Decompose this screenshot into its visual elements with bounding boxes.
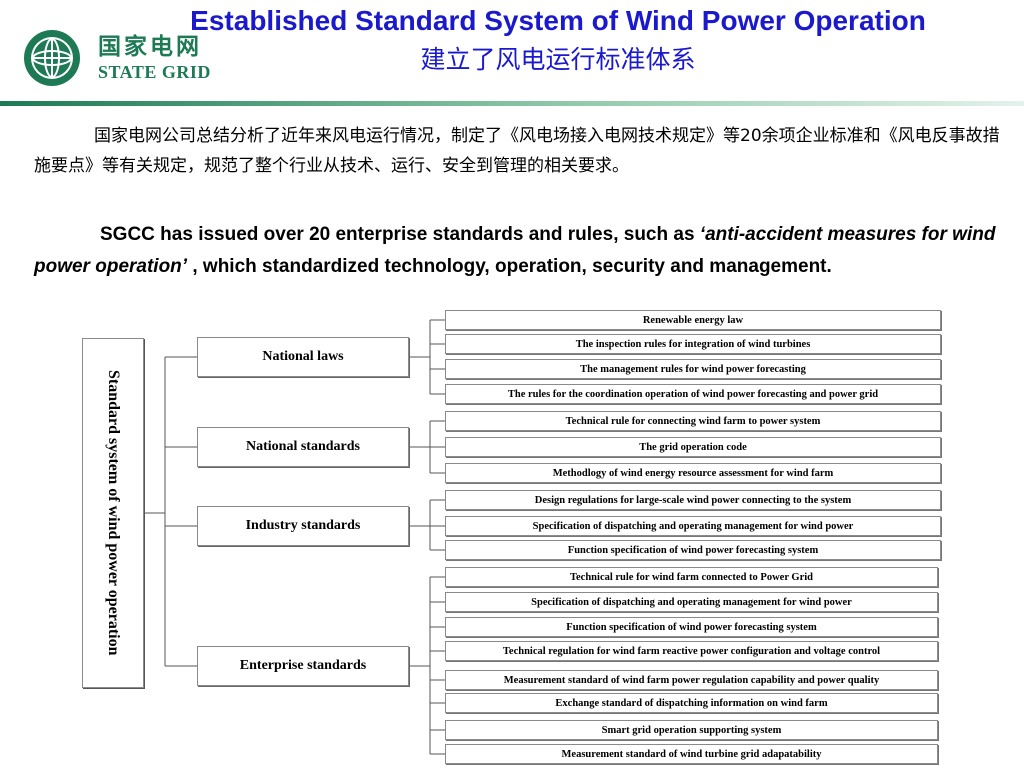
standard-item: Technical rule for wind farm connected t… (445, 567, 938, 587)
paragraph-en: SGCC has issued over 20 enterprise stand… (34, 219, 1002, 283)
category-national-laws: National laws (197, 337, 409, 377)
standard-item: Smart grid operation supporting system (445, 720, 938, 740)
standard-item: Design regulations for large-scale wind … (445, 490, 941, 510)
paragraph-en-italic: ‘anti-accident measures for wind power o… (34, 224, 996, 277)
paragraph-cn: 国家电网公司总结分析了近年来风电运行情况，制定了《风电场接入电网技术规定》等20… (34, 126, 1000, 176)
standard-item: Measurement standard of wind turbine gri… (445, 744, 938, 764)
standard-item: Methodlogy of wind energy resource asses… (445, 463, 941, 483)
category-enterprise-standards: Enterprise standards (197, 646, 409, 686)
standard-item: The inspection rules for integration of … (445, 334, 941, 354)
category-industry-standards: Industry standards (197, 506, 409, 546)
standard-item: Renewable energy law (445, 310, 941, 330)
standard-item: The grid operation code (445, 437, 941, 457)
state-grid-logo-icon (24, 30, 80, 86)
standard-item: The rules for the coordination operation… (445, 384, 941, 404)
standard-item: Function specification of wind power for… (445, 617, 938, 637)
paragraph-en-end: , which standardized technology, operati… (187, 256, 832, 277)
logo-text-en: STATE GRID (98, 62, 211, 82)
standard-item: Technical rule for connecting wind farm … (445, 411, 941, 431)
logo-text-cn: 国家电网 (98, 34, 202, 60)
standard-item: Specification of dispatching and operati… (445, 516, 941, 536)
slide-title-en: Established Standard System of Wind Powe… (190, 5, 926, 36)
standard-item: Function specification of wind power for… (445, 540, 941, 560)
diagram-root-label: Standard system of wind power operation (105, 370, 122, 656)
header-divider (0, 101, 1024, 106)
diagram-root-box: Standard system of wind power operation (82, 338, 144, 688)
standard-item: Measurement standard of wind farm power … (445, 670, 938, 690)
standard-item: Specification of dispatching and operati… (445, 592, 938, 612)
category-national-standards: National standards (197, 427, 409, 467)
paragraph-en-start: SGCC has issued over 20 enterprise stand… (100, 224, 700, 245)
slide-title-cn: 建立了风电运行标准体系 (420, 45, 696, 74)
standard-item: Exchange standard of dispatching informa… (445, 693, 938, 713)
standard-item: Technical regulation for wind farm react… (445, 641, 938, 661)
standard-item: The management rules for wind power fore… (445, 359, 941, 379)
